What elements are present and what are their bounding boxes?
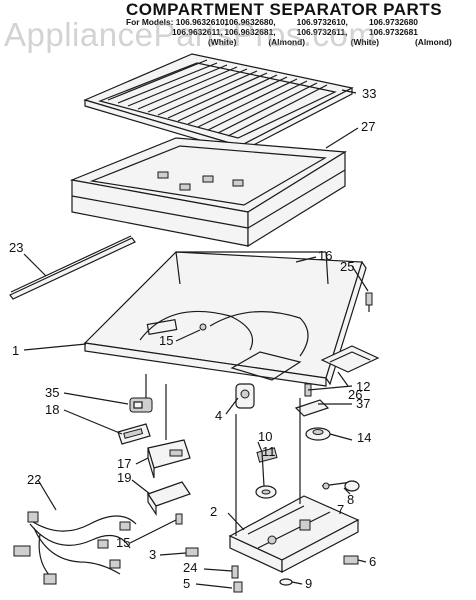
color-label: (White) <box>208 37 237 47</box>
part-27-frame <box>69 137 347 248</box>
model-row-2: 106.9632611, 106.9632681, 106.9732611, 1… <box>126 27 476 37</box>
callout-37: 37 <box>356 396 370 411</box>
part-18-bezel <box>117 423 151 445</box>
model-number: 106.9732610, <box>296 17 348 27</box>
callout-26: 26 <box>348 387 362 402</box>
part-24-screw <box>231 565 239 579</box>
model-number: 106.9632681, <box>224 27 276 37</box>
callout-12: 12 <box>356 379 370 394</box>
callout-35: 35 <box>45 385 59 400</box>
callout-10: 10 <box>258 429 272 444</box>
model-number: For Models: 106.9632610, <box>126 17 228 27</box>
model-number: 106.9732681 <box>368 27 418 37</box>
callout-17: 17 <box>117 456 131 471</box>
model-row-3: (White) (Almond) (White) (Almond) <box>126 37 476 47</box>
callout-4: 4 <box>215 408 222 423</box>
part-6-plug <box>343 555 359 565</box>
part-15-screw-lower <box>175 513 183 525</box>
callout-11: 11 <box>262 444 276 459</box>
model-row-1: For Models: 106.9632610, 106.9632680, 10… <box>126 17 476 27</box>
color-label: (Almond) <box>414 37 452 47</box>
callout-18: 18 <box>45 402 59 417</box>
callout-15: 15 <box>159 333 173 348</box>
part-8-lamp <box>321 480 360 492</box>
part-17-housing <box>145 374 191 479</box>
model-number: 106.9632611, <box>172 27 223 37</box>
callout-7: 7 <box>337 502 344 517</box>
callout-6: 6 <box>369 554 376 569</box>
callout-24: 24 <box>183 560 197 575</box>
part-26-insulation <box>320 345 380 373</box>
part-33-grille <box>83 53 354 153</box>
part-1-separator-pan <box>83 251 367 387</box>
callout-14: 14 <box>357 430 371 445</box>
callout-16: 16 <box>318 248 332 263</box>
model-number: 106.9632680, <box>224 17 276 27</box>
diagram-title: COMPARTMENT SEPARATOR PARTS <box>126 0 443 19</box>
callout-1: 1 <box>12 343 19 358</box>
part-4-cam <box>235 383 255 409</box>
color-label: (White) <box>350 37 380 47</box>
callout-19: 19 <box>117 470 131 485</box>
part-25-screw <box>365 292 373 312</box>
part-5-screw <box>233 581 243 593</box>
part-11-gear <box>255 485 277 499</box>
part-14-damper <box>305 427 331 441</box>
callout-3: 3 <box>149 547 156 562</box>
callout-22: 22 <box>27 472 41 487</box>
callout-5: 5 <box>183 576 190 591</box>
callout-8: 8 <box>347 492 354 507</box>
callout-15: 15 <box>116 535 130 550</box>
model-number: 106.9732611, <box>296 27 348 37</box>
callout-23: 23 <box>9 240 23 255</box>
callout-9: 9 <box>305 576 312 591</box>
callout-25: 25 <box>340 259 354 274</box>
part-35-knob <box>129 397 153 413</box>
callout-2: 2 <box>210 504 217 519</box>
part-19-bracket <box>147 481 191 516</box>
part-23-strip <box>9 235 136 300</box>
model-list: For Models: 106.9632610, 106.9632680, 10… <box>126 17 476 47</box>
model-number: 106.9732680 <box>368 17 418 27</box>
part-3-clip <box>185 547 199 557</box>
part-9-grommet <box>279 578 293 586</box>
part-37-washer <box>294 399 330 417</box>
part-22-wiring-harness <box>13 511 137 585</box>
callout-33: 33 <box>362 86 376 101</box>
callout-27: 27 <box>361 119 375 134</box>
part-2-base-housing <box>228 398 360 573</box>
color-label: (Almond) <box>268 37 306 47</box>
leader-lines <box>23 89 369 589</box>
